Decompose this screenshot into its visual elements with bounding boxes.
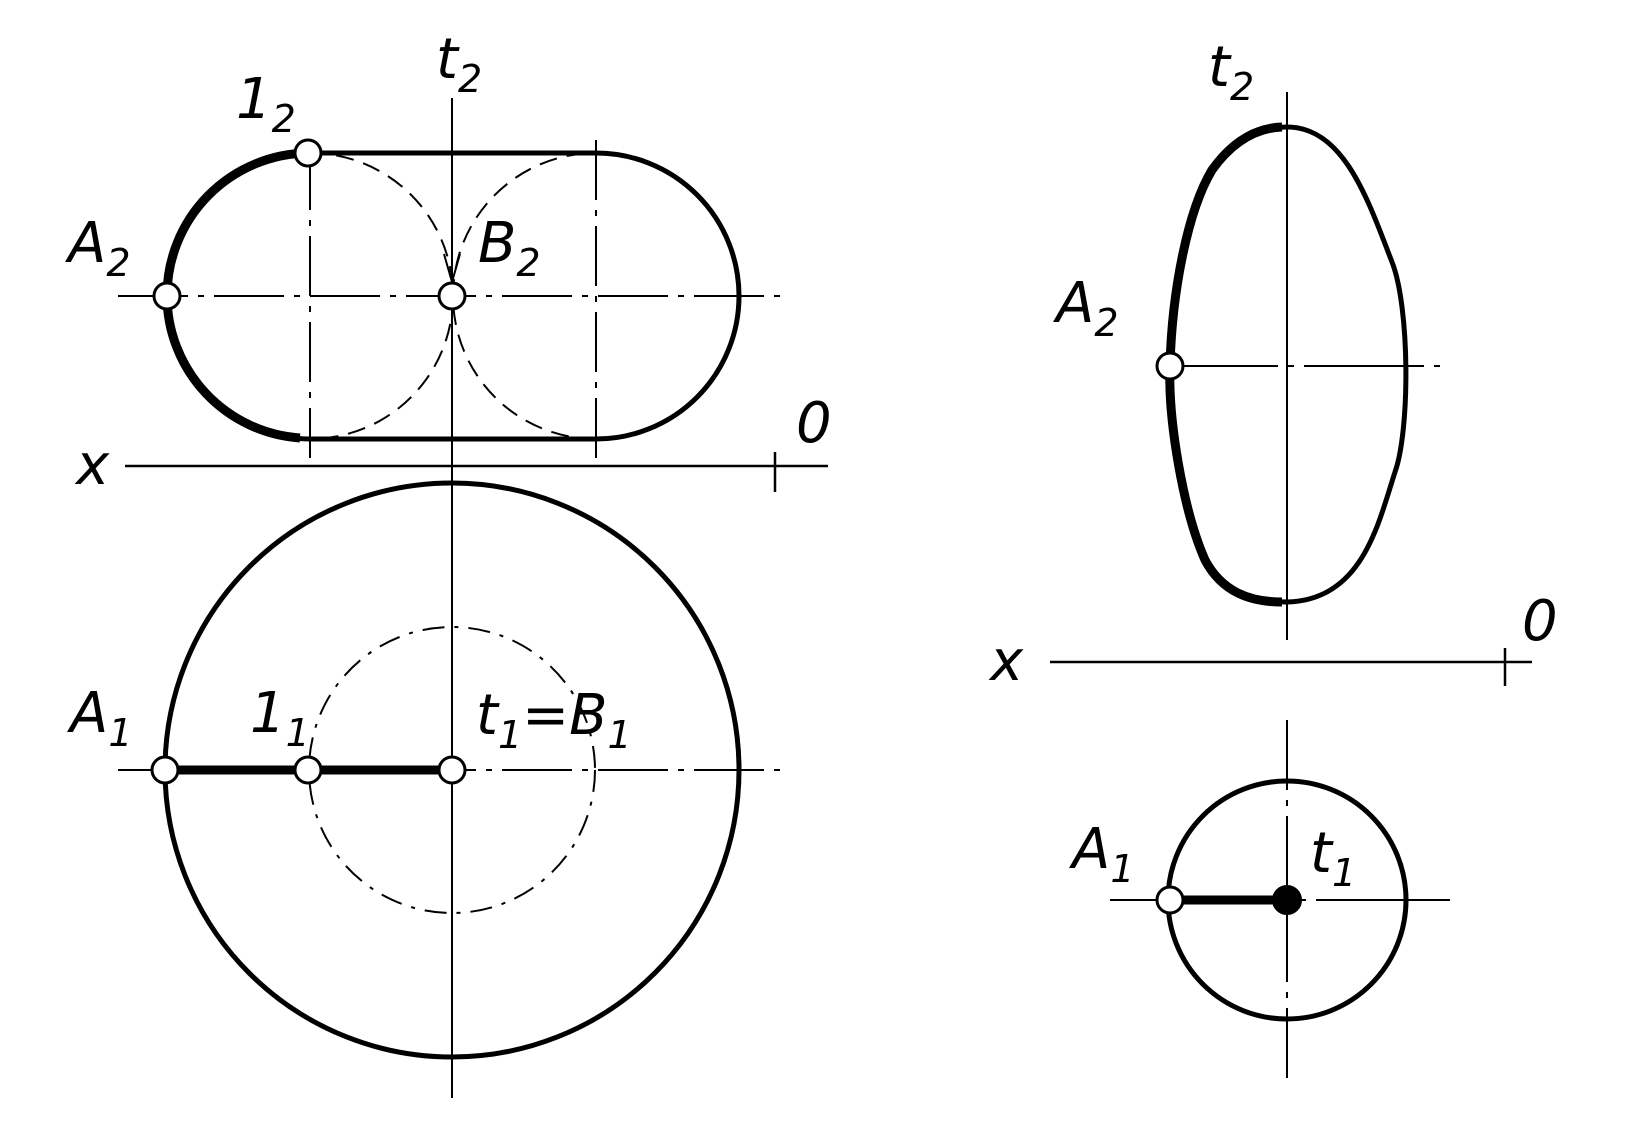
label-B2: B2	[478, 211, 541, 285]
right-point-A1	[1155, 885, 1185, 915]
label-1-1: 11	[250, 681, 310, 755]
right-label-A2: A2	[1053, 271, 1119, 345]
label-t2: t2	[436, 27, 482, 101]
right-label-A1: A1	[1069, 817, 1135, 891]
label-axis-0: 0	[796, 391, 832, 456]
right-view	[1050, 92, 1532, 1080]
right-label-t2: t2	[1208, 35, 1254, 109]
point-t1	[1272, 885, 1302, 915]
label-1-2: 12	[236, 67, 296, 141]
point-A2	[152, 281, 182, 311]
point-1-1	[293, 755, 323, 785]
left-horizontal-projection	[118, 480, 790, 1060]
point-B1	[437, 755, 467, 785]
right-frontal-projection	[1050, 92, 1532, 686]
label-axis-x: x	[74, 433, 110, 498]
point-B2	[437, 281, 467, 311]
right-horizontal-projection	[1110, 720, 1450, 1080]
right-view-labels: t2 A2 x 0 A1 t1	[988, 35, 1558, 895]
label-t1-B1: t1=B1	[476, 683, 632, 757]
right-highlighted-arc	[1165, 122, 1283, 607]
left-frontal-projection	[118, 98, 828, 1098]
right-label-axis-x: x	[988, 629, 1024, 694]
point-1-2	[293, 138, 323, 168]
left-view	[118, 98, 828, 1098]
point-A1	[150, 755, 180, 785]
right-label-t1: t1	[1310, 821, 1356, 895]
label-A2: A2	[65, 211, 131, 285]
label-A1: A1	[67, 681, 133, 755]
right-point-A2	[1155, 351, 1185, 381]
left-view-labels: t2 12 A2 B2 x 0 A1 11 t1=B1	[65, 27, 832, 757]
right-label-axis-0: 0	[1522, 589, 1558, 654]
